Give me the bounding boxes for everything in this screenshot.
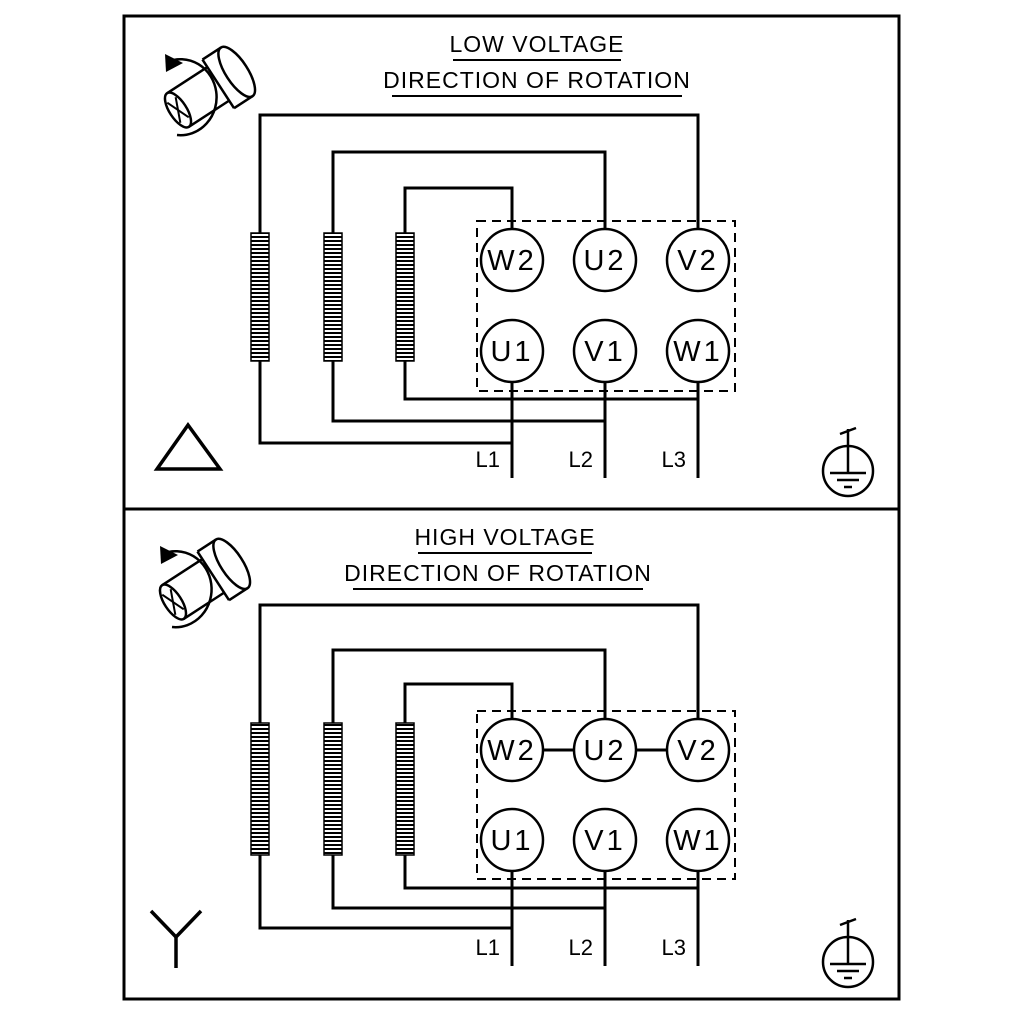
ground-circle (821, 935, 875, 989)
shaft-body-top (161, 558, 204, 587)
shaft-flange-end (212, 537, 252, 591)
rotation-arrow-head (165, 54, 183, 72)
ground-lead-tick (839, 917, 857, 927)
ground-circle (821, 444, 875, 498)
terminal-label-w1: W1 (673, 825, 723, 857)
wire-coil1-to-V2 (258, 113, 700, 233)
star-arm-left (149, 909, 178, 939)
wire-coil2-to-V1 (331, 855, 605, 910)
terminal-label-w1: W1 (673, 336, 723, 368)
terminal-label-u1: U1 (490, 336, 533, 368)
supply-label-l2: L2 (569, 447, 593, 472)
high-voltage-panel: HIGH VOLTAGE DIRECTION OF ROTATION (122, 507, 901, 1001)
supply-label-l3: L3 (662, 447, 686, 472)
wire-coil3-to-W2 (403, 186, 514, 233)
wire-coil1-to-U1 (258, 361, 512, 445)
star-connection-icon (149, 909, 203, 968)
terminal-label-u2: U2 (583, 245, 626, 277)
winding-coil-3 (395, 232, 415, 362)
wire-coil3-to-W1 (403, 855, 698, 890)
panel-border (122, 507, 901, 1001)
terminal-label-v2: V2 (677, 245, 718, 277)
wire-coil2-to-V1 (331, 361, 605, 423)
shaft-flange-top (201, 46, 222, 61)
shaft-flange-edge (196, 550, 231, 601)
shaft-flange-bottom (228, 587, 249, 602)
terminal-circle-v2 (665, 227, 731, 293)
terminal-circle-u2 (572, 227, 638, 293)
wire-coil3-to-W2 (403, 682, 514, 723)
panel-title: LOW VOLTAGE (449, 31, 624, 57)
winding-coil-1 (250, 232, 270, 362)
shaft-x-mark-2 (169, 589, 177, 615)
earth-ground-icon (821, 426, 875, 498)
supply-label-l3: L3 (662, 935, 686, 960)
terminal-label-w2: W2 (487, 735, 537, 767)
panel-title: HIGH VOLTAGE (414, 524, 595, 550)
terminal-label-v1: V1 (584, 336, 625, 368)
panel-subtitle: DIRECTION OF ROTATION (344, 560, 652, 586)
winding-coil-2 (323, 722, 343, 856)
terminal-circle-u1 (479, 807, 545, 873)
shaft-flange-top (196, 538, 217, 553)
shaft-body-bottom (188, 99, 230, 128)
terminal-label-u2: U2 (583, 735, 626, 767)
terminal-label-w2: W2 (487, 245, 537, 277)
rotation-arrow-arc (166, 57, 218, 137)
winding-coil-1 (250, 722, 270, 856)
rotation-direction-icon (163, 45, 257, 137)
supply-label-l2: L2 (569, 935, 593, 960)
star-arm-right (174, 909, 203, 939)
panel-subtitle: DIRECTION OF ROTATION (383, 67, 691, 93)
wire-coil1-to-U1 (258, 855, 512, 930)
shaft-cylinder (163, 45, 257, 129)
terminal-circle-v1 (572, 318, 638, 384)
wire-coil2-to-U2 (331, 150, 607, 233)
terminal-label-v2: V2 (677, 735, 718, 767)
ground-lead-tick (839, 426, 857, 436)
terminal-circle-w1 (665, 318, 731, 384)
shaft-body-top (166, 66, 209, 95)
rotation-direction-icon (158, 537, 252, 629)
terminal-box-outline (476, 220, 736, 392)
earth-ground-icon (821, 917, 875, 989)
winding-coil-3 (395, 722, 415, 856)
wire-coil3-to-W1 (403, 361, 698, 401)
terminal-circle-w1 (665, 807, 731, 873)
terminal-circle-v1 (572, 807, 638, 873)
rotation-arrow-arc (161, 549, 213, 629)
terminal-label-u1: U1 (490, 825, 533, 857)
terminal-circle-w2 (479, 227, 545, 293)
shaft-body-bottom (183, 591, 225, 620)
wire-coil1-to-V2 (258, 603, 700, 723)
shaft-flange-bottom (233, 95, 254, 110)
rotation-arrow-head (160, 546, 178, 564)
supply-label-l1: L1 (476, 447, 500, 472)
wire-coil2-to-U2 (331, 648, 607, 723)
terminal-label-v1: V1 (584, 825, 625, 857)
low-voltage-panel: LOW VOLTAGE DIRECTION OF ROTATION (122, 14, 901, 511)
terminal-circle-u1 (479, 318, 545, 384)
shaft-flange-end (217, 45, 257, 99)
delta-connection-icon (153, 421, 224, 471)
supply-label-l1: L1 (476, 935, 500, 960)
shaft-cylinder (158, 537, 252, 621)
terminal-box-outline (476, 710, 736, 880)
shaft-x-mark-2 (174, 97, 182, 123)
winding-coil-2 (323, 232, 343, 362)
